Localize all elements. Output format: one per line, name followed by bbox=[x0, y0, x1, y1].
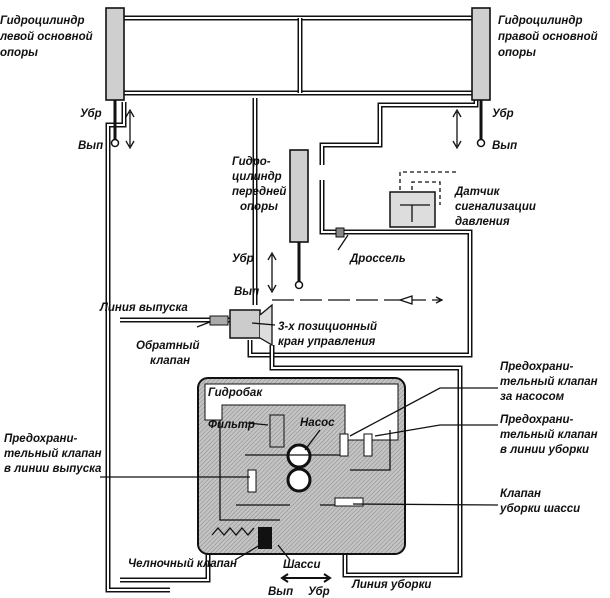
hydraulic-tank bbox=[197, 377, 406, 555]
throttle-symbol bbox=[335, 227, 345, 238]
pump-gear-upper bbox=[286, 443, 312, 469]
label-left-extend: Вып bbox=[78, 140, 103, 152]
label-pump: Насос bbox=[300, 417, 335, 429]
label-gear-retract: Убр bbox=[308, 586, 330, 598]
label-nose-extend: Вып bbox=[234, 286, 259, 298]
label-filter: Фильтр bbox=[208, 419, 255, 431]
pressure-sensor bbox=[389, 171, 458, 228]
label-gear-extend: Вып bbox=[268, 586, 293, 598]
label-extend-line: Линия выпуска bbox=[99, 302, 188, 314]
label-left-retract: Убр bbox=[80, 108, 102, 120]
leader-lines bbox=[100, 234, 499, 583]
nose-gear-cylinder bbox=[267, 149, 345, 294]
label-shuttle-valve: Челночный клапан bbox=[128, 558, 237, 570]
control-valve bbox=[209, 295, 444, 347]
label-tank: Гидробак bbox=[208, 387, 263, 399]
label-gear: Шасси bbox=[283, 559, 320, 571]
check-valve-symbol bbox=[209, 315, 229, 326]
left-main-gear-cylinder bbox=[105, 7, 135, 150]
label-retract-line: Линия уборки bbox=[351, 579, 431, 591]
pump-gear-lower bbox=[286, 467, 312, 493]
label-right-extend: Вып bbox=[492, 140, 517, 152]
label-right-retract: Убр bbox=[492, 108, 514, 120]
label-throttle: Дроссель bbox=[349, 253, 406, 265]
right-main-gear-cylinder bbox=[452, 7, 491, 150]
label-nose-retract: Убр bbox=[232, 253, 254, 265]
